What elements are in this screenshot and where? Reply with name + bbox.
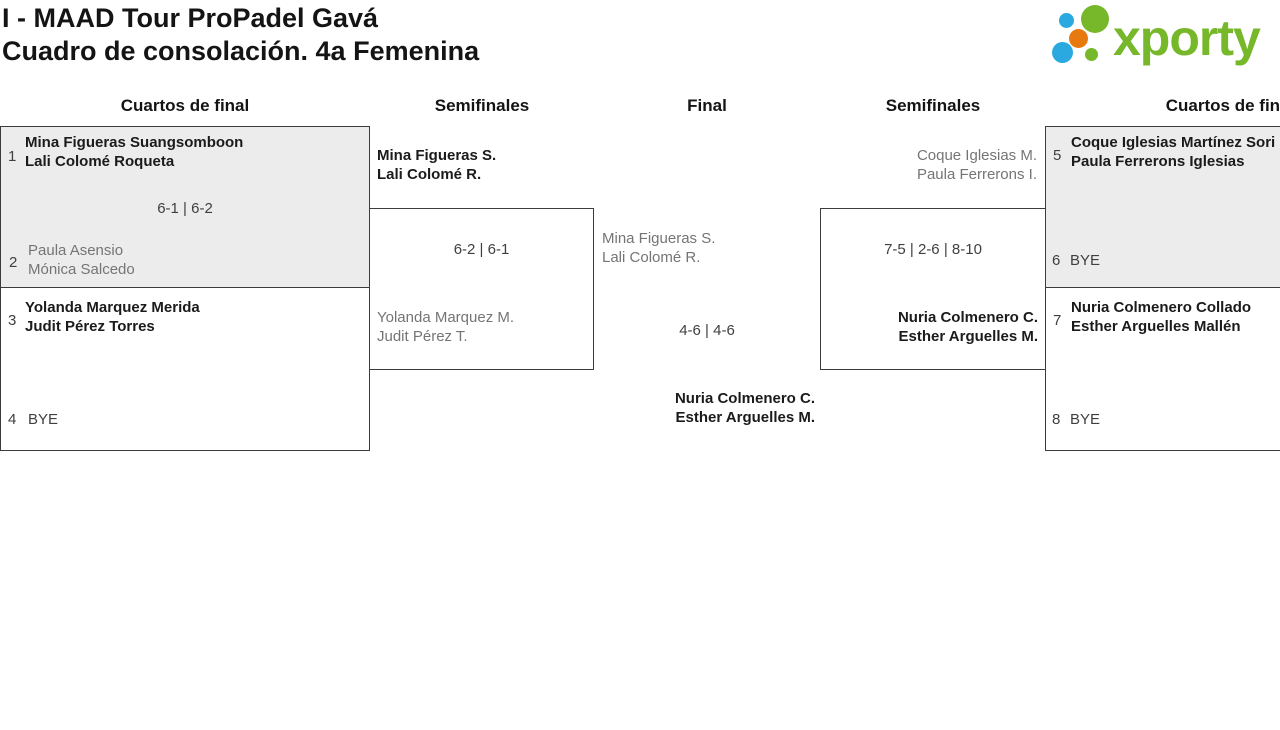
tournament-title: I - MAAD Tour ProPadel Gavá xyxy=(2,3,379,33)
match-box-semifinal-left xyxy=(369,208,594,370)
match-score: 6-1 | 6-2 xyxy=(157,200,213,217)
category-subtitle: Cuadro de consolación. 4a Femenina xyxy=(2,36,480,66)
player-name: Lali Colomé R. xyxy=(602,249,701,266)
seed-number: 7 xyxy=(1053,312,1062,329)
logo-dot-orange-icon xyxy=(1069,29,1088,48)
player-name: Esther Arguelles M. xyxy=(898,328,1038,345)
match-score: 7-5 | 2-6 | 8-10 xyxy=(884,241,982,258)
player-name: Nuria Colmenero Collado xyxy=(1071,299,1252,316)
player-name: Mina Figueras S. xyxy=(377,147,497,164)
round-header-right-quarterfinals: Cuartos de final xyxy=(1165,96,1280,115)
logo-text: xporty xyxy=(1113,10,1261,66)
logo-dot-blue-small-icon xyxy=(1059,13,1074,28)
player-name: Esther Arguelles M. xyxy=(675,409,815,426)
player-name: Judit Pérez Torres xyxy=(25,318,155,335)
player-name: Nuria Colmenero C. xyxy=(897,309,1038,326)
team-name-winner: Nuria Colmenero Collado Esther Arguelles… xyxy=(1071,298,1251,336)
player-name: Paula Asensio xyxy=(28,242,124,259)
match-score: 4-6 | 4-6 xyxy=(679,322,735,339)
match-box-semifinal-right xyxy=(820,208,1046,370)
team-name-loser: Coque Iglesias M. Paula Ferrerons I. xyxy=(813,146,1037,184)
player-name: Mina Figueras Suangsomboon xyxy=(25,134,244,151)
team-name-loser: Mina Figueras S. Lali Colomé R. xyxy=(602,229,715,267)
seed-number: 8 xyxy=(1052,411,1061,428)
team-name-loser: Yolanda Marquez M. Judit Pérez T. xyxy=(377,308,514,346)
player-name: Nuria Colmenero C. xyxy=(674,390,815,407)
player-name: Paula Ferrerons I. xyxy=(916,166,1037,183)
match-box-qf2 xyxy=(0,287,370,451)
bye-label: BYE xyxy=(28,411,59,428)
team-name-winner: Coque Iglesias Martínez Sori Paula Ferre… xyxy=(1071,133,1275,171)
player-name: Coque Iglesias M. xyxy=(916,147,1037,164)
player-name: Paula Ferrerons Iglesias xyxy=(1071,153,1245,170)
round-header-final: Final xyxy=(687,96,727,115)
player-name: Yolanda Marquez Merida xyxy=(25,299,200,316)
match-box-qf4 xyxy=(1045,287,1280,451)
player-name: Mónica Salcedo xyxy=(28,261,135,278)
player-name: Lali Colomé R. xyxy=(377,166,482,183)
team-name-winner: Nuria Colmenero C. Esther Arguelles M. xyxy=(814,308,1038,346)
seed-number: 5 xyxy=(1053,147,1062,164)
team-name-winner: Mina Figueras Suangsomboon Lali Colomé R… xyxy=(25,133,243,171)
match-box-qf1 xyxy=(0,126,370,288)
team-name-winner: Nuria Colmenero C. Esther Arguelles M. xyxy=(593,389,815,427)
seed-number: 4 xyxy=(8,411,17,428)
logo-dot-blue-big-icon xyxy=(1052,42,1073,63)
team-name-winner: Mina Figueras S. Lali Colomé R. xyxy=(377,146,496,184)
bye-label: BYE xyxy=(1070,252,1101,269)
match-box-qf3 xyxy=(1045,126,1280,288)
round-header-left-semifinals: Semifinales xyxy=(434,96,530,115)
seed-number: 6 xyxy=(1052,252,1061,269)
bye-label: BYE xyxy=(1070,411,1101,428)
logo-dot-green-big-icon xyxy=(1081,5,1109,33)
player-name: Lali Colomé Roqueta xyxy=(25,153,175,170)
player-name: Coque Iglesias Martínez Sori xyxy=(1071,134,1276,151)
team-name-winner: Yolanda Marquez Merida Judit Pérez Torre… xyxy=(25,298,200,336)
player-name: Yolanda Marquez M. xyxy=(377,309,515,326)
match-score: 6-2 | 6-1 xyxy=(453,241,510,258)
team-name-loser: Paula Asensio Mónica Salcedo xyxy=(28,241,135,279)
seed-number: 3 xyxy=(8,312,17,329)
player-name: Judit Pérez T. xyxy=(377,328,468,345)
round-header-left-quarterfinals: Cuartos de final xyxy=(120,96,250,115)
player-name: Esther Arguelles Mallén xyxy=(1071,318,1241,335)
logo-dot-green-small-icon xyxy=(1085,48,1098,61)
seed-number: 2 xyxy=(9,254,18,271)
player-name: Mina Figueras S. xyxy=(602,230,716,247)
seed-number: 1 xyxy=(8,148,17,165)
round-header-right-semifinals: Semifinales xyxy=(885,96,981,115)
